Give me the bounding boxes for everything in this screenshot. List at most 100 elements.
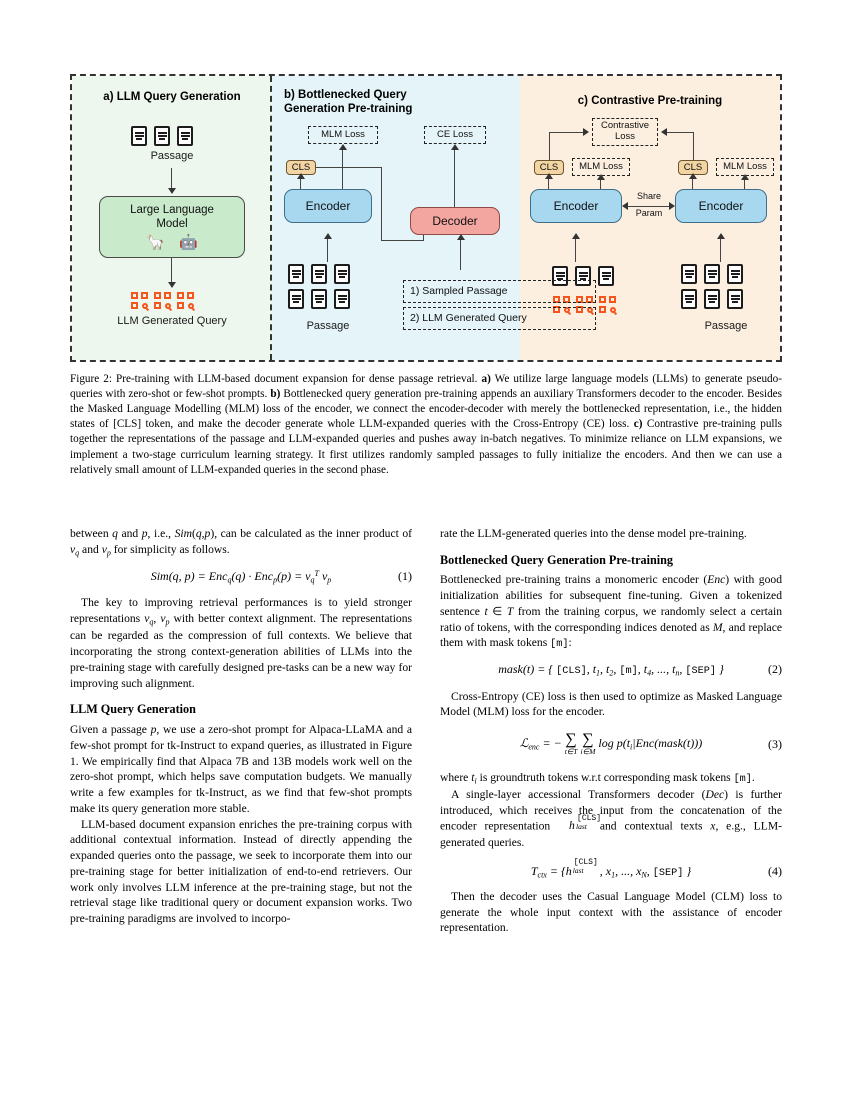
heading-bottlenecked-query-generation: Bottlenecked Query Generation Pre-traini… bbox=[440, 552, 673, 567]
panel-b-passage-icons bbox=[288, 264, 350, 309]
arrow-head-right-icon bbox=[583, 128, 589, 136]
arrow-shaft bbox=[720, 238, 722, 262]
arrow-shaft bbox=[549, 132, 551, 162]
document-icon bbox=[681, 264, 697, 284]
panel-c-sampled-passage-icons bbox=[552, 266, 614, 286]
document-icon bbox=[552, 266, 568, 286]
arrow-head-right-icon bbox=[669, 202, 675, 210]
arrow-shaft bbox=[327, 238, 329, 262]
arrow-shaft bbox=[667, 132, 693, 134]
arrow-head-up-icon bbox=[451, 144, 459, 150]
paragraph: Then the decoder uses the Casual Languag… bbox=[440, 889, 782, 935]
document-icon bbox=[727, 264, 743, 284]
cls-to-decoder-line bbox=[316, 167, 382, 169]
cls-to-decoder-line bbox=[381, 167, 383, 241]
arrow-shaft bbox=[744, 176, 746, 190]
document-icon bbox=[598, 266, 614, 286]
arrow-head-up-icon bbox=[457, 234, 465, 240]
share-param-label: Share Param bbox=[625, 191, 673, 219]
body-left-column: between q and p, i.e., Sim(q,p), can be … bbox=[70, 526, 412, 927]
document-icon bbox=[575, 266, 591, 286]
panel-b-title-line2: Generation Pre-training bbox=[284, 103, 413, 116]
panel-b-title: b) Bottlenecked Query Generation Pre-tra… bbox=[284, 88, 504, 117]
document-icon bbox=[727, 289, 743, 309]
panel-b-ce-loss-box: CE Loss bbox=[424, 126, 486, 144]
panel-a-title: a) LLM Query Generation bbox=[103, 91, 241, 103]
document-icon bbox=[681, 289, 697, 309]
equation-3-number: (3) bbox=[768, 737, 782, 752]
panel-b-passage-label: Passage bbox=[306, 320, 350, 332]
panel-a-llm-query-generation: a) LLM Query Generation Passage Large La… bbox=[72, 76, 272, 360]
figure-caption-text: Pre-training with LLM-based document exp… bbox=[70, 373, 782, 476]
arrow-head-up-icon bbox=[597, 174, 605, 180]
paragraph: LLM-based document expansion enriches th… bbox=[70, 817, 412, 926]
equation-3-body: ℒenc = − ∑t∈T ∑i∈M log p(ti|Enc(mask(t))… bbox=[519, 731, 703, 757]
panel-b-decoder-box: Decoder bbox=[410, 207, 500, 235]
arrow-head-up-icon bbox=[297, 173, 305, 179]
query-icon bbox=[177, 292, 196, 312]
arrow-shaft bbox=[454, 146, 456, 220]
arrow-shaft bbox=[575, 238, 577, 262]
panel-a-passage-icons bbox=[131, 126, 193, 146]
arrow-head-up-icon bbox=[339, 144, 347, 150]
document-icon bbox=[154, 126, 170, 146]
panel-c-contrastive-loss-box: Contrastive Loss bbox=[592, 118, 658, 146]
equation-2-number: (2) bbox=[768, 662, 782, 677]
figure-2-diagram: a) LLM Query Generation Passage Large La… bbox=[70, 74, 782, 362]
panel-b-title-line1: b) Bottlenecked Query bbox=[284, 89, 407, 101]
document-icon bbox=[334, 264, 350, 284]
query-icon bbox=[154, 292, 173, 312]
paragraph: The key to improving retrieval performan… bbox=[70, 596, 413, 690]
sampled-passage-input-box: 1) Sampled Passage bbox=[403, 280, 596, 303]
arrow-head-up-icon bbox=[741, 174, 749, 180]
llama-icon: 🦙 bbox=[146, 233, 165, 251]
arrow-head-down-icon bbox=[168, 188, 176, 194]
arrow-shaft bbox=[549, 132, 583, 134]
paragraph: rate the LLM-generated queries into the … bbox=[440, 527, 747, 540]
document-icon bbox=[311, 264, 327, 284]
llm-box-line2: Model bbox=[156, 218, 188, 230]
panel-c-passage-label: Passage bbox=[704, 320, 748, 332]
document-icon bbox=[288, 264, 304, 284]
panel-c-encoder-box-right: Encoder bbox=[675, 189, 767, 223]
paragraph: Given a passage p, we use a zero-shot pr… bbox=[70, 722, 412, 815]
query-icon bbox=[599, 296, 618, 316]
share-param-line2: Param bbox=[635, 208, 663, 219]
equation-1-number: (1) bbox=[398, 569, 412, 584]
panel-c-encoder-box-left: Encoder bbox=[530, 189, 622, 223]
equation-2: mask(t) = { [CLS], t1, t2, [m], t4, ...,… bbox=[440, 661, 782, 679]
arrow-shaft bbox=[171, 168, 173, 190]
panel-a-passage-label: Passage bbox=[150, 150, 194, 162]
share-param-line1: Share bbox=[636, 191, 662, 201]
panel-b-mlm-loss-box: MLM Loss bbox=[308, 126, 378, 144]
figure-caption-label: Figure 2: bbox=[70, 373, 112, 385]
query-icon bbox=[131, 292, 150, 312]
document-icon bbox=[704, 289, 720, 309]
contrastive-loss-line1: Contrastive bbox=[600, 120, 650, 132]
arrow-head-down-icon bbox=[168, 282, 176, 288]
arrow-shaft bbox=[171, 258, 173, 284]
paragraph: Bottlenecked pre-training trains a monom… bbox=[440, 573, 782, 651]
share-param-line bbox=[628, 206, 669, 208]
document-icon bbox=[311, 289, 327, 309]
robot-icon: 🤖 bbox=[179, 233, 198, 251]
paragraph: Cross-Entropy (CE) loss is then used to … bbox=[440, 689, 782, 719]
document-icon bbox=[177, 126, 193, 146]
arrow-shaft bbox=[600, 176, 602, 190]
arrow-shaft bbox=[342, 146, 344, 194]
llm-generated-query-input-box: 2) LLM Generated Query bbox=[403, 307, 596, 330]
arrow-head-left-icon bbox=[661, 128, 667, 136]
arrow-head-up-icon bbox=[572, 233, 580, 239]
equation-1: Sim(q, p) = Encq(q) · Encp(p) = vqT vp (… bbox=[70, 568, 412, 586]
panel-a-query-icons bbox=[131, 292, 196, 312]
paragraph: between q and p, i.e., Sim(q,p), can be … bbox=[70, 527, 412, 558]
panel-b-encoder-box: Encoder bbox=[284, 189, 372, 223]
contrastive-loss-line2: Loss bbox=[614, 131, 636, 142]
arrow-shaft bbox=[693, 132, 695, 162]
paragraph: A single-layer accessional Transformers … bbox=[440, 787, 783, 849]
figure-caption: Figure 2: Pre-training with LLM-based do… bbox=[70, 372, 782, 478]
panel-c-contrastive-pretraining: c) Contrastive Pre-training Contrastive … bbox=[520, 76, 780, 360]
panel-a-query-label: LLM Generated Query bbox=[117, 315, 227, 327]
